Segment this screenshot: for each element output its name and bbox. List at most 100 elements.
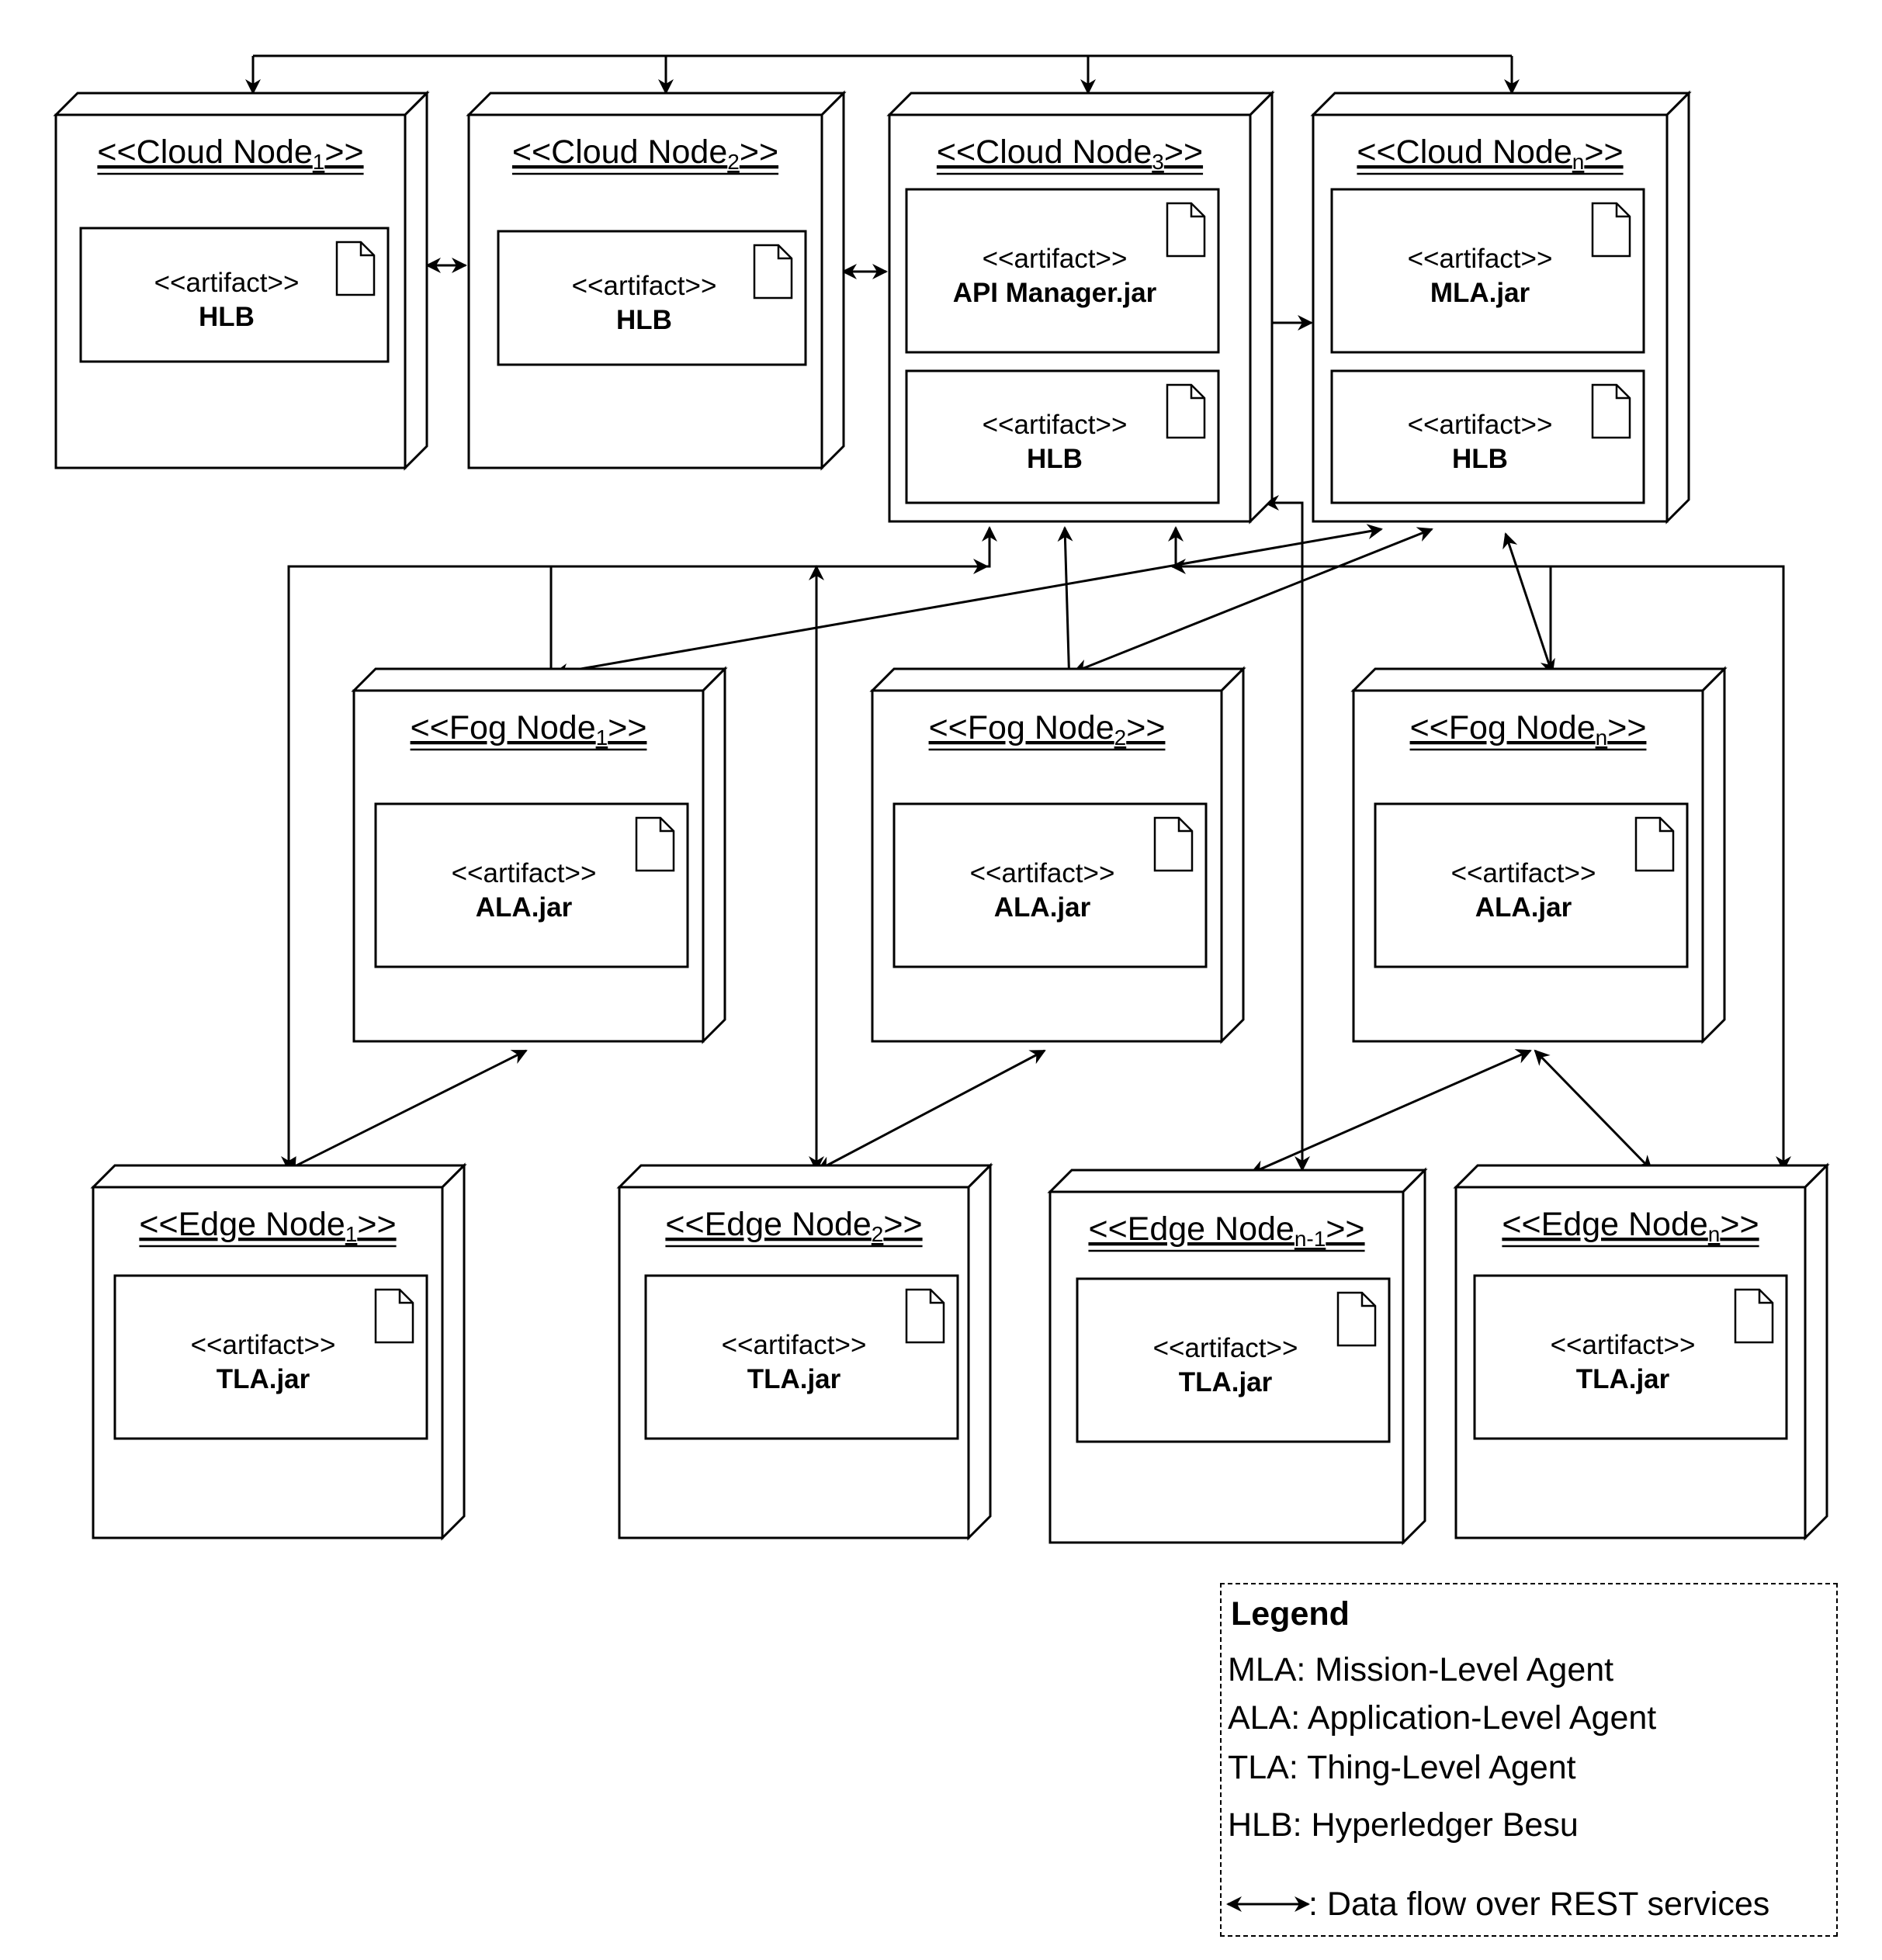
- artifact-box: <<artifact>>HLB: [1330, 369, 1645, 504]
- node-side-face: [404, 90, 428, 471]
- artifact-name: HLB: [1027, 444, 1083, 474]
- artifact-name: TLA.jar: [1576, 1364, 1670, 1394]
- document-icon: [335, 241, 376, 296]
- document-fold-icon: [1190, 203, 1204, 218]
- node-e2: <<Edge Node2>><<artifact>>TLA.jar: [616, 1162, 993, 1541]
- document-icon: [1166, 383, 1206, 439]
- artifact-box: <<artifact>>HLB: [497, 230, 807, 366]
- node-top-face: [1453, 1164, 1830, 1189]
- document-fold-icon: [1658, 818, 1673, 833]
- node-en1: <<Edge Noden-1>><<artifact>>TLA.jar: [1047, 1167, 1428, 1546]
- node-top-face: [886, 92, 1275, 116]
- connection-c3-f2: [1057, 526, 1077, 687]
- node-title-suffix: >>: [1126, 709, 1165, 746]
- node-top-face: [466, 92, 847, 116]
- node-side-face: [441, 1162, 466, 1541]
- artifact-name: TLA.jar: [217, 1364, 310, 1394]
- artifact-name: TLA.jar: [747, 1364, 841, 1394]
- node-top-face: [351, 667, 728, 692]
- artifact-box: <<artifact>>ALA.jar: [374, 802, 689, 968]
- node-side-face: [1665, 90, 1690, 525]
- node-title: <<Edge Noden-1>>: [1088, 1210, 1364, 1251]
- artifact-stereotype: <<artifact>>: [1408, 410, 1553, 440]
- node-title-suffix: >>: [1326, 1210, 1364, 1248]
- legend-title: Legend: [1231, 1595, 1350, 1633]
- artifact-name: MLA.jar: [1430, 278, 1530, 308]
- node-title-suffix: >>: [883, 1206, 922, 1243]
- double-arrow-icon: [1226, 1896, 1310, 1912]
- connection-f2-e2: [816, 1049, 1046, 1172]
- document-fold-icon: [659, 818, 674, 833]
- connection-fn-en: [1534, 1049, 1653, 1172]
- node-title-subscript: 2: [872, 1222, 884, 1246]
- node-title-text: <<Edge Node: [139, 1206, 345, 1243]
- node-title-suffix: >>: [357, 1206, 396, 1243]
- artifact-stereotype: <<artifact>>: [983, 410, 1128, 440]
- artifact-stereotype: <<artifact>>: [1408, 244, 1553, 274]
- node-side-face: [1220, 666, 1245, 1044]
- connection-c3-en1: [1263, 495, 1310, 1172]
- artifact-stereotype: <<artifact>>: [1153, 1333, 1298, 1363]
- artifact-name: ALA.jar: [476, 892, 573, 923]
- legend-box: Legend MLA: Mission-Level Agent ALA: App…: [1220, 1583, 1838, 1937]
- document-fold-icon: [1177, 818, 1192, 833]
- connection-c3-fn: [1168, 526, 1558, 687]
- document-fold-icon: [929, 1290, 944, 1304]
- node-top-face: [53, 92, 430, 116]
- legend-item-data-flow: : Data flow over REST services: [1308, 1886, 1770, 1923]
- document-fold-icon: [398, 1290, 413, 1304]
- node-title-suffix: >>: [324, 133, 363, 171]
- node-top-face: [869, 667, 1246, 692]
- artifact-box: <<artifact>>ALA.jar: [892, 802, 1208, 968]
- node-side-face: [1701, 666, 1726, 1044]
- document-icon: [753, 244, 793, 300]
- nodes-layer: <<Cloud Node1>><<artifact>>HLB<<Cloud No…: [53, 90, 1830, 1546]
- node-title: <<Fog Node1>>: [411, 709, 647, 750]
- node-title: <<Cloud Node3>>: [937, 133, 1203, 174]
- node-title: <<Cloud Node1>>: [97, 133, 363, 174]
- node-title-text: <<Fog Node: [411, 709, 596, 746]
- node-side-face: [820, 90, 845, 471]
- artifact-box: <<artifact>>TLA.jar: [1473, 1274, 1788, 1440]
- artifact-stereotype: <<artifact>>: [970, 858, 1115, 888]
- node-top-face: [616, 1164, 993, 1189]
- node-f1: <<Fog Node1>> <<artifact>>ALA.jar: [351, 666, 728, 1044]
- node-f2: <<Fog Node2>><<artifact>>ALA.jar: [869, 666, 1246, 1044]
- node-title-subscript: n-1: [1295, 1227, 1326, 1251]
- artifact-box: <<artifact>>HLB: [79, 227, 390, 363]
- document-fold-icon: [359, 242, 374, 257]
- node-title-subscript: n: [1572, 150, 1585, 174]
- node-title-text: <<Edge Node: [1088, 1210, 1294, 1248]
- node-e1: <<Edge Node1>><<artifact>>TLA.jar: [90, 1162, 467, 1541]
- node-top-face: [1047, 1169, 1428, 1193]
- document-fold-icon: [1615, 203, 1630, 218]
- document-fold-icon: [1758, 1290, 1773, 1304]
- artifact-stereotype: <<artifact>>: [191, 1330, 336, 1360]
- artifact-box: <<artifact>>TLA.jar: [644, 1274, 959, 1440]
- node-c1: <<Cloud Node1>> <<artifact>>HLB: [53, 90, 430, 471]
- document-fold-icon: [1190, 385, 1204, 400]
- connection-c3-en: [1170, 559, 1791, 1172]
- artifact-box: <<artifact>>ALA.jar: [1374, 802, 1689, 968]
- connection-cn-fn: [1502, 532, 1555, 675]
- document-icon: [1591, 383, 1631, 439]
- document-fold-icon: [1615, 385, 1630, 400]
- document-icon: [1591, 202, 1631, 258]
- node-title-subscript: 1: [596, 725, 608, 750]
- node-title: <<Cloud Noden>>: [1357, 133, 1623, 174]
- node-title-suffix: >>: [1607, 709, 1646, 746]
- document-icon: [374, 1288, 414, 1344]
- node-title-text: <<Cloud Node: [512, 133, 727, 171]
- legend-item-ala: ALA: Application-Level Agent: [1228, 1699, 1657, 1737]
- artifact-name: ALA.jar: [1475, 892, 1572, 923]
- node-title-text: <<Edge Node: [1502, 1206, 1707, 1243]
- document-icon: [1336, 1291, 1377, 1347]
- node-title-suffix: >>: [1584, 133, 1623, 171]
- node-top-face: [90, 1164, 467, 1189]
- document-fold-icon: [1360, 1293, 1375, 1307]
- artifact-name: API Manager.jar: [953, 278, 1157, 308]
- artifact-name: HLB: [199, 302, 255, 332]
- node-title-subscript: 2: [1114, 725, 1127, 750]
